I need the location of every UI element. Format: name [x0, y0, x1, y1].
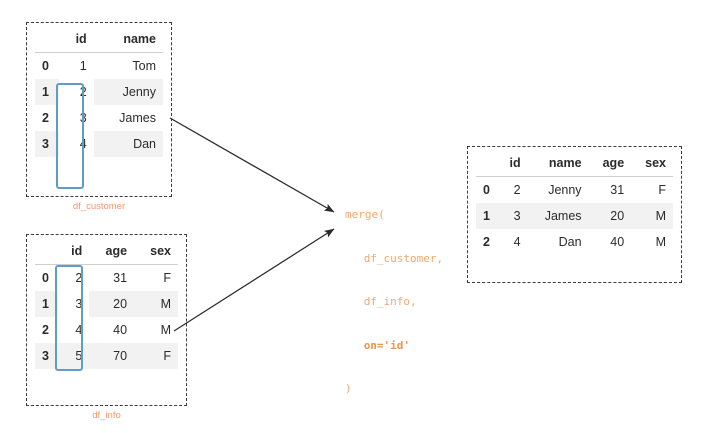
cell-age: 40 [610, 235, 625, 249]
cell-sex: M [655, 235, 666, 249]
column-header-sex: sex [631, 153, 673, 177]
row-index: 0 [42, 271, 49, 285]
column-header-age: age [588, 153, 632, 177]
table-row: 2 4 40 M [35, 317, 178, 343]
index-header [476, 153, 498, 177]
column-header-name: name [527, 153, 589, 177]
column-header-age: age [89, 241, 135, 265]
cell-id: 2 [57, 264, 90, 291]
cell-id: 4 [57, 317, 90, 343]
df-info-label: df_info [92, 410, 121, 421]
row-index: 0 [483, 183, 490, 197]
table-row: 0 2 31 F [35, 264, 178, 291]
cell-sex: F [134, 343, 178, 369]
table-row: 1 3 James 20 M [476, 203, 673, 229]
arrow-customer-to-merge [169, 117, 335, 213]
column-header-sex: sex [134, 241, 178, 265]
table-row: 2 3 James [35, 105, 163, 131]
index-header [35, 241, 58, 265]
cell-sex: M [160, 323, 171, 337]
result-table: id name age sex 0 2 Jenny 31 F 1 3 James… [476, 153, 673, 255]
row-index: 2 [42, 111, 49, 125]
row-index: 3 [35, 131, 60, 157]
cell-id: 2 [59, 79, 94, 105]
cell-name: James [527, 203, 589, 229]
cell-sex: M [134, 291, 178, 317]
cell-id: 5 [57, 343, 90, 369]
cell-id: 4 [513, 235, 521, 249]
cell-id: 3 [497, 203, 528, 229]
df-customer-table: id name 0 1 Tom 1 2 Jenny 2 3 James 3 [35, 29, 163, 157]
table-row: 2 4 Dan 40 M [476, 229, 673, 255]
cell-name: Dan [558, 235, 582, 249]
cell-name: Tom [132, 59, 156, 73]
cell-name: Jenny [93, 79, 163, 105]
cell-id: 3 [57, 291, 90, 317]
column-header-id: id [57, 241, 90, 265]
cell-name: James [119, 111, 156, 125]
row-index: 2 [42, 323, 49, 337]
table-row: 1 3 20 M [35, 291, 178, 317]
cell-sex: M [631, 203, 673, 229]
cell-id: 2 [513, 183, 521, 197]
row-index: 3 [35, 343, 58, 369]
table-row: 0 1 Tom [35, 53, 163, 80]
cell-name: Dan [93, 131, 163, 157]
cell-sex: F [163, 271, 171, 285]
code-line-1: df_customer, [363, 251, 444, 265]
code-line-0: merge( [345, 208, 385, 221]
df-info-table-box: id age sex 0 2 31 F 1 3 20 M 2 4 40 [26, 234, 187, 406]
row-index: 1 [476, 203, 498, 229]
cell-id: 1 [79, 59, 87, 73]
cell-age: 20 [588, 203, 632, 229]
table-header-row: id name age sex [476, 153, 673, 177]
code-line-4: ) [345, 382, 352, 395]
column-header-id: id [59, 29, 94, 53]
table-header-row: id name [35, 29, 163, 53]
cell-age: 40 [113, 323, 128, 337]
df-customer-label: df_customer [72, 201, 126, 212]
row-index: 0 [42, 59, 49, 73]
cell-name: Jenny [548, 183, 582, 197]
cell-sex: F [658, 183, 666, 197]
row-index: 1 [35, 291, 58, 317]
df-info-table: id age sex 0 2 31 F 1 3 20 M 2 4 40 [35, 241, 178, 369]
code-line-3: on='id' [363, 338, 411, 352]
table-row: 3 5 70 F [35, 343, 178, 369]
cell-age: 20 [89, 291, 135, 317]
result-table-box: id name age sex 0 2 Jenny 31 F 1 3 James… [467, 146, 682, 283]
table-row: 1 2 Jenny [35, 79, 163, 105]
index-header [35, 29, 60, 53]
merge-code-block: merge( df_customer, df_info, on='id' ) [345, 179, 443, 411]
table-row: 3 4 Dan [35, 131, 163, 157]
cell-id: 3 [59, 105, 94, 131]
table-header-row: id age sex [35, 241, 178, 265]
df-customer-table-box: id name 0 1 Tom 1 2 Jenny 2 3 James 3 [26, 22, 172, 197]
cell-age: 70 [89, 343, 135, 369]
arrow-info-to-merge [173, 228, 335, 332]
cell-age: 31 [610, 183, 625, 197]
cell-id: 4 [59, 131, 94, 157]
code-line-2: df_info, [363, 295, 417, 308]
table-row: 0 2 Jenny 31 F [476, 177, 673, 204]
column-header-name: name [93, 29, 163, 53]
column-header-id: id [497, 153, 528, 177]
cell-age: 31 [113, 271, 128, 285]
row-index: 2 [483, 235, 490, 249]
row-index: 1 [35, 79, 60, 105]
